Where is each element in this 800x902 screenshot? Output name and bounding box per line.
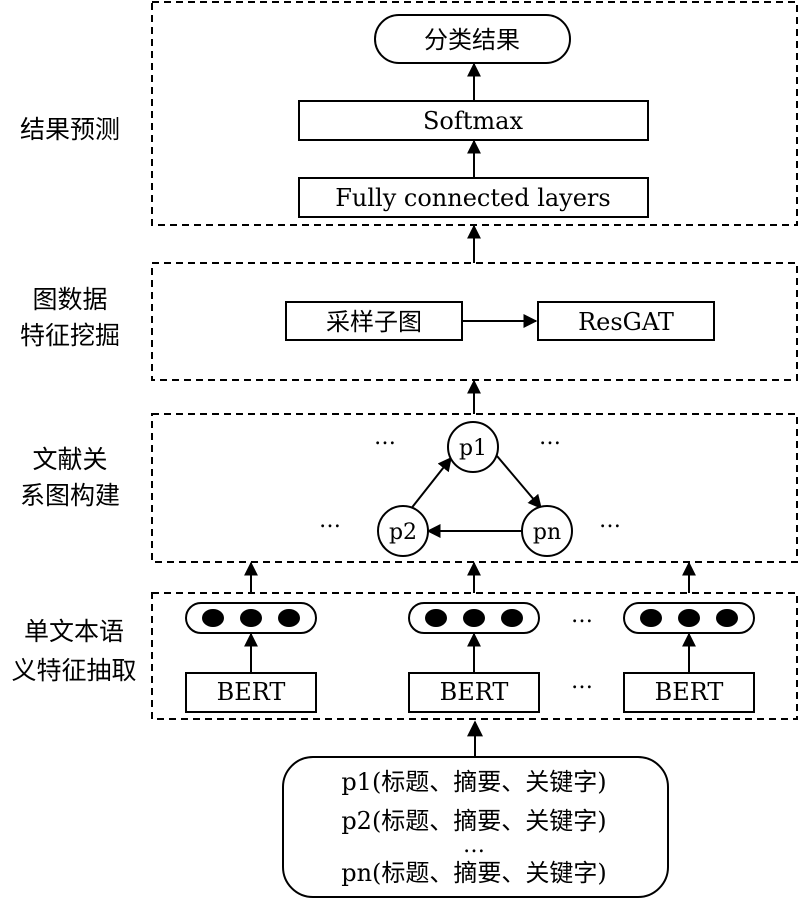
embedding-vector-right bbox=[623, 602, 755, 634]
bert-box-right bbox=[623, 672, 755, 713]
bert-box-center bbox=[408, 672, 540, 713]
embedding-dot bbox=[202, 609, 224, 627]
graph-node-pn bbox=[521, 505, 573, 557]
sample-subgraph-box bbox=[285, 301, 463, 341]
resgat-label: ResGAT bbox=[578, 308, 674, 336]
fc-label: Fully connected layers bbox=[335, 184, 610, 212]
graph-node-p2-label: p2 bbox=[389, 520, 417, 545]
bert-ellipsis: … bbox=[571, 669, 593, 694]
embedding-dot bbox=[501, 609, 523, 627]
embedding-dot bbox=[716, 609, 738, 627]
bert-label-right: BERT bbox=[655, 678, 724, 706]
graph-node-p2 bbox=[377, 505, 429, 557]
stage-label-graph-line-1: 文献关 bbox=[32, 445, 107, 474]
input-line-1: p1(标题、摘要、关键字) bbox=[341, 768, 606, 796]
graph-ellipsis-top-right: … bbox=[539, 425, 561, 450]
graph-ellipsis-left: … bbox=[319, 508, 341, 533]
graph-node-pn-label: pn bbox=[533, 520, 561, 545]
input-line-3: pn(标题、摘要、关键字) bbox=[341, 859, 607, 887]
bert-box-left bbox=[185, 672, 317, 713]
graph-ellipsis-right: … bbox=[599, 508, 621, 533]
embedding-dot bbox=[678, 609, 700, 627]
bert-label-center: BERT bbox=[440, 678, 509, 706]
embedding-dot bbox=[640, 609, 662, 627]
fc-box bbox=[298, 177, 649, 218]
embedding-dot bbox=[425, 609, 447, 627]
embedding-dot bbox=[463, 609, 485, 627]
stage-label-mining-line-1: 图数据 bbox=[32, 285, 107, 314]
semantic-stage-frame bbox=[151, 592, 798, 720]
input-line-2: p2(标题、摘要、关键字) bbox=[341, 807, 606, 835]
embedding-vector-center bbox=[408, 602, 540, 634]
input-line-ellipsis: … bbox=[463, 833, 485, 858]
embedding-ellipsis: … bbox=[571, 603, 593, 628]
stage-label-prediction: 结果预测 bbox=[20, 115, 120, 144]
output-label: 分类结果 bbox=[424, 26, 520, 54]
edge-p1-to-pn bbox=[496, 455, 542, 510]
stage-label-semantic-line-1: 单文本语 bbox=[24, 617, 124, 646]
sample-subgraph-label: 采样子图 bbox=[326, 308, 422, 336]
graph-node-p1 bbox=[447, 421, 499, 473]
bert-label-left: BERT bbox=[217, 678, 286, 706]
edge-p2-to-p1 bbox=[409, 456, 452, 511]
graph-node-p1-label: p1 bbox=[459, 436, 487, 461]
graph-ellipsis-top-left: … bbox=[374, 425, 396, 450]
input-document-box bbox=[282, 756, 669, 898]
stage-label-mining-line-2: 特征挖掘 bbox=[20, 321, 120, 350]
softmax-label: Softmax bbox=[423, 107, 523, 135]
embedding-dot bbox=[278, 609, 300, 627]
stage-label-semantic-line-2: 义特征抽取 bbox=[11, 656, 136, 685]
resgat-box bbox=[537, 301, 715, 341]
embedding-dot bbox=[240, 609, 262, 627]
graph-stage-frame bbox=[151, 413, 798, 563]
embedding-vector-left bbox=[185, 602, 317, 634]
stage-label-graph-line-2: 系图构建 bbox=[20, 481, 120, 510]
